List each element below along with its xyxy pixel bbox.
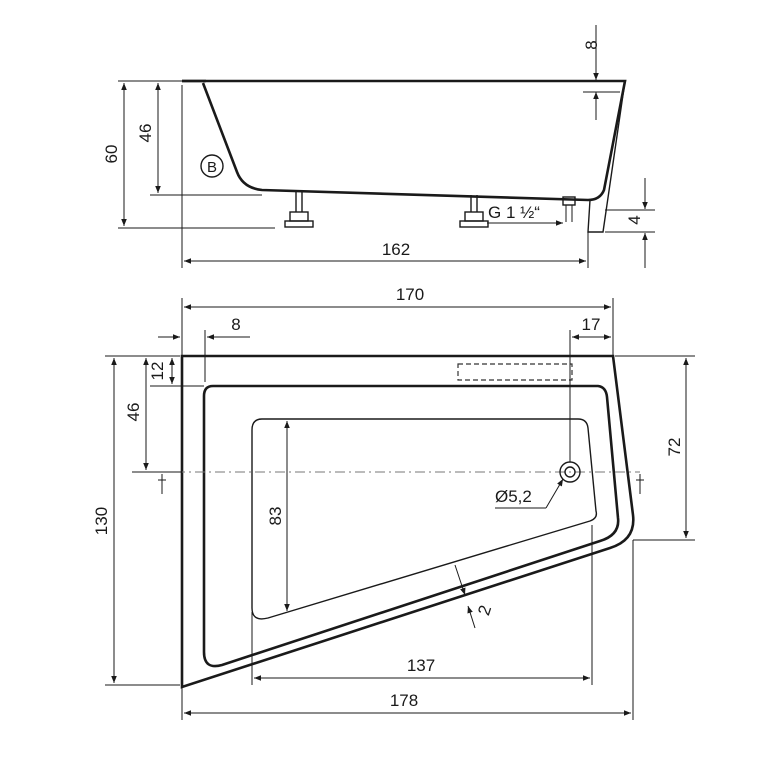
dim-length-178: 178 [390, 691, 418, 710]
tub-side-skirt [587, 80, 626, 233]
drain-side [562, 196, 576, 222]
top-view: 170 8 17 130 46 12 72 [92, 285, 695, 720]
overflow-slot [457, 363, 573, 381]
dim-height-83: 83 [266, 507, 285, 526]
dim-drain-46: 46 [124, 403, 143, 422]
tub-top-floor [251, 418, 598, 620]
dim-width-130: 130 [92, 507, 111, 535]
drain-inner [564, 466, 576, 478]
dim-width-72: 72 [665, 438, 684, 457]
tub-top-outline [180, 354, 635, 689]
dim-wall-2: 2 [474, 603, 495, 618]
dim-length-162: 162 [382, 240, 410, 259]
dim-length-170: 170 [396, 285, 424, 304]
dim-offset-17: 17 [582, 315, 601, 334]
dim-height-46: 46 [136, 124, 155, 143]
tub-side-outline [182, 79, 627, 202]
foot-right [459, 195, 489, 228]
dim-rim-12: 12 [148, 362, 167, 381]
marker-b-circle [200, 154, 224, 178]
dim-height-60: 60 [102, 145, 121, 164]
drain-thread-label: G 1 ½“ [488, 203, 540, 222]
dim-drain-diameter: Ø5,2 [495, 487, 532, 506]
side-view: B 60 46 8 4 G 1 ½“ 162 [102, 25, 655, 268]
marker-b-label: B [207, 159, 217, 176]
dim-foot-4: 4 [625, 215, 644, 224]
foot-left [284, 190, 314, 228]
dim-rim-8: 8 [582, 40, 601, 49]
dim-length-137: 137 [407, 656, 435, 675]
tub-top-inner-edge [202, 384, 620, 668]
dim-offset-8: 8 [231, 315, 240, 334]
